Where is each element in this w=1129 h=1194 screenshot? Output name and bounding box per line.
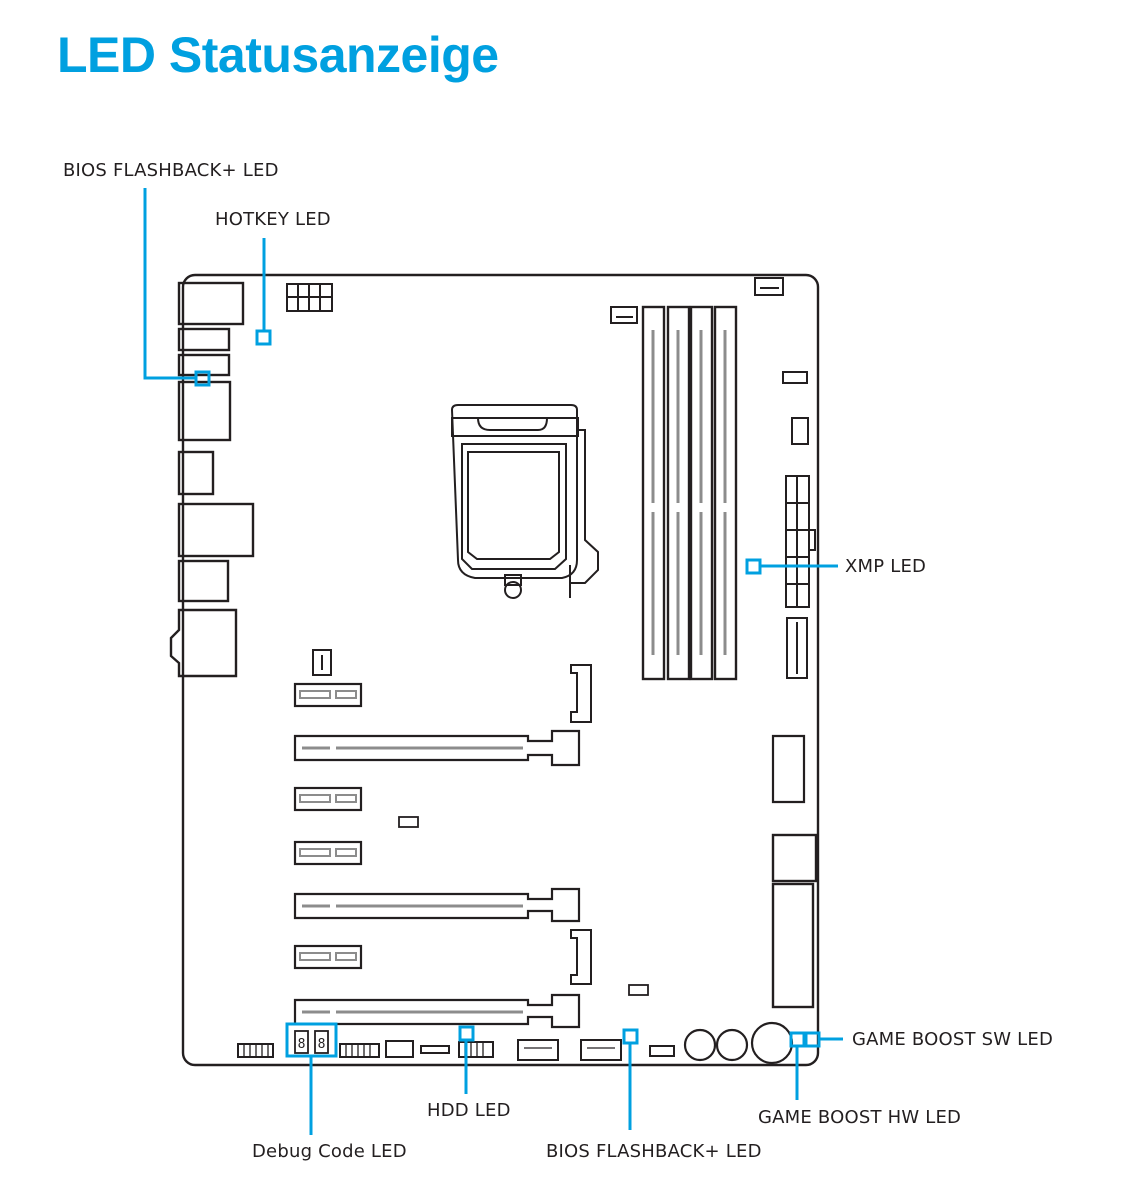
onboard-buttons — [683, 1021, 794, 1065]
label-bios-flashback-top: BIOS FLASHBACK+ LED — [63, 160, 279, 181]
system-fan-header — [312, 649, 332, 676]
hdd-led-marker — [458, 1025, 475, 1094]
debug-code-display — [294, 1030, 329, 1054]
page-title: LED Statusanzeige — [57, 27, 499, 83]
pcie-x1-slots — [293, 682, 363, 970]
m2-slots — [570, 664, 592, 985]
rear-io-ports — [169, 281, 255, 678]
label-game-boost-sw-led: GAME BOOST SW LED — [852, 1029, 1054, 1050]
bottom-headers — [237, 1039, 675, 1061]
label-hdd-led: HDD LED — [427, 1100, 511, 1121]
cpu-socket — [450, 404, 599, 599]
bios-flashback-bottom-led-marker — [622, 1028, 639, 1130]
debug-digit-1: 8 — [298, 1037, 306, 1052]
fan-header-top — [610, 277, 784, 324]
dimm-slots — [641, 305, 738, 681]
label-bios-flashback-bottom: BIOS FLASHBACK+ LED — [546, 1141, 762, 1162]
bios-flashback-top-led-marker — [143, 188, 211, 387]
label-xmp-led: XMP LED — [845, 556, 927, 577]
debug-code-led-marker — [285, 1022, 338, 1135]
cpu-power-connector — [286, 283, 333, 312]
sata-and-right-blocks — [771, 734, 818, 1009]
debug-digit-2: 8 — [318, 1037, 326, 1052]
label-hotkey-led: HOTKEY LED — [215, 209, 331, 230]
right-side-headers — [782, 371, 816, 679]
game-boost-sw-led-marker — [804, 1031, 843, 1048]
jumpers — [398, 816, 649, 996]
label-game-boost-hw-led: GAME BOOST HW LED — [758, 1107, 962, 1128]
pcie-x16-slots — [293, 729, 581, 1029]
game-boost-hw-led-marker — [789, 1031, 806, 1100]
hotkey-led-marker — [255, 238, 272, 346]
board-outline — [181, 273, 820, 1067]
label-debug-code-led: Debug Code LED — [252, 1141, 407, 1162]
xmp-led-marker — [745, 558, 838, 575]
